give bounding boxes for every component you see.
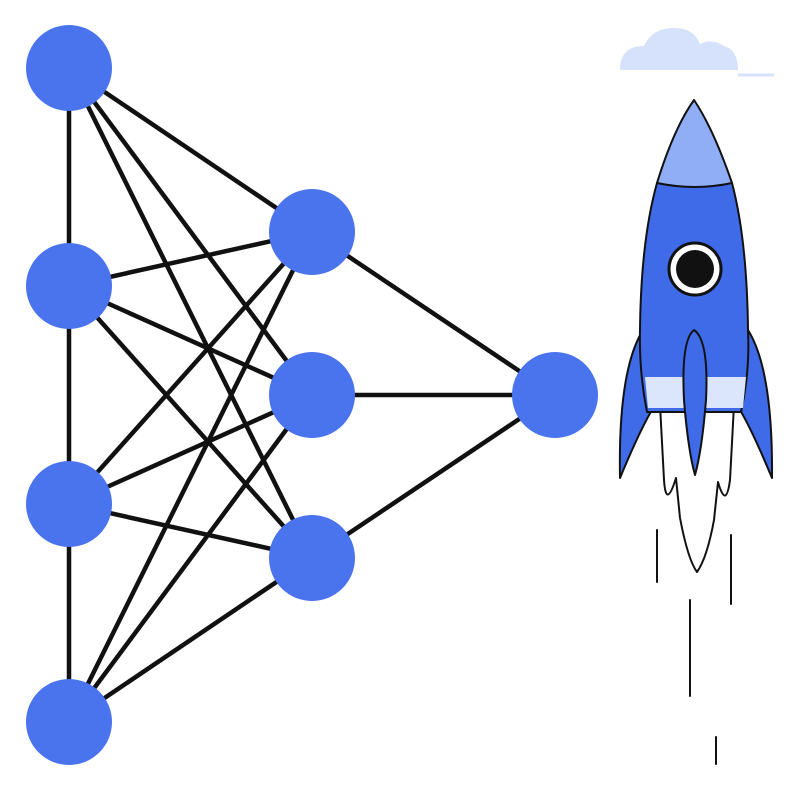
network-edge-input-0-hidden-1: [66, 65, 315, 398]
network-nodes: [26, 25, 598, 765]
rocket-body: [638, 182, 750, 413]
network-edge-input-1-hidden-1: [66, 283, 315, 398]
rocket-center-fin: [682, 329, 708, 476]
network-edge-hidden-0-output-0: [309, 229, 558, 398]
flame-icon: [659, 404, 735, 573]
network-node-hidden-2: [269, 515, 355, 601]
rocket-nose-cone: [656, 99, 733, 188]
network-edge-input-2-hidden-0: [66, 229, 315, 507]
porthole-glass: [676, 250, 714, 288]
network-edge-hidden-2-output-0: [309, 392, 558, 561]
network-node-input-1: [26, 243, 112, 329]
network-edge-input-0-hidden-0: [66, 65, 315, 235]
network-edge-input-2-hidden-1: [66, 392, 315, 507]
network-node-input-3: [26, 679, 112, 765]
network-node-input-2: [26, 461, 112, 547]
network-edge-input-0-hidden-2: [66, 65, 315, 561]
network-node-hidden-0: [269, 189, 355, 275]
network-node-hidden-1: [269, 352, 355, 438]
network-edge-input-3-hidden-1: [66, 392, 315, 725]
network-edge-input-3-hidden-2: [66, 555, 315, 725]
cloud-icon: [620, 28, 774, 77]
network-edges: [66, 65, 558, 725]
cloud-shape: [620, 28, 738, 70]
network-edge-input-1-hidden-2: [66, 283, 315, 561]
network-edge-input-3-hidden-0: [66, 229, 315, 725]
network-node-output-0: [512, 352, 598, 438]
network-node-input-0: [26, 25, 112, 111]
speed-lines: [656, 529, 732, 765]
rocket-icon: [618, 99, 774, 765]
